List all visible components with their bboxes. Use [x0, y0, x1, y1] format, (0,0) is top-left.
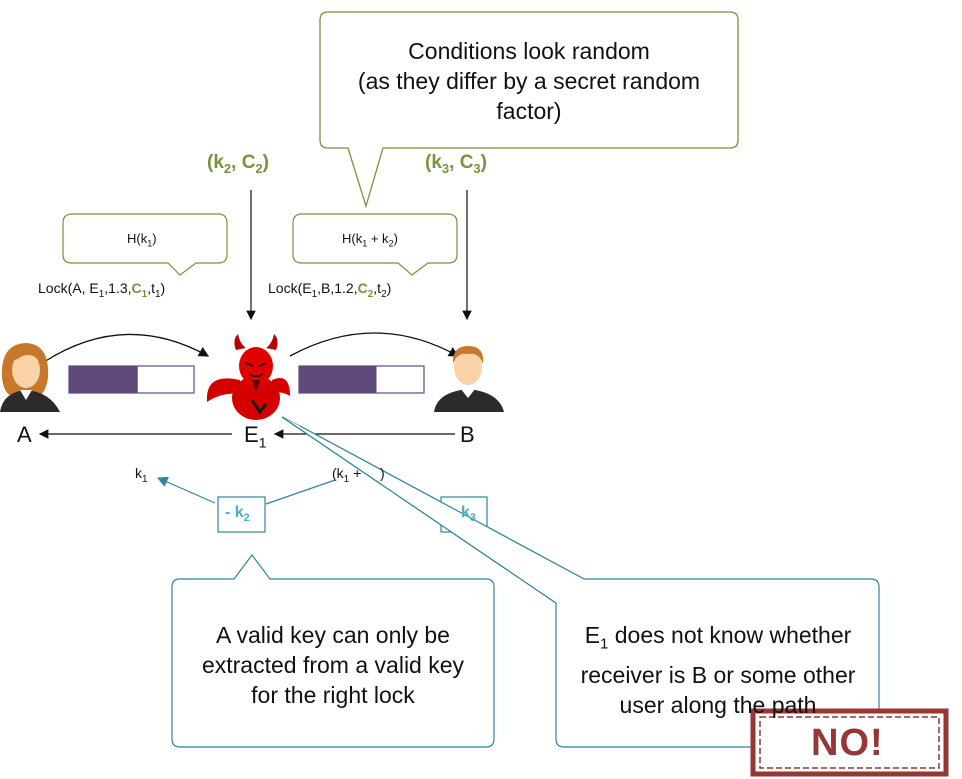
pair-k3-c3: (k3, C3) [425, 152, 487, 176]
k1k2-derivation-line [265, 479, 336, 505]
hash-k1-callout [62, 213, 228, 276]
devil-e1-icon [206, 334, 290, 420]
hash-k1k2-label: H(k1 + k2) [342, 231, 398, 249]
no-stamp-label: NO! [811, 722, 884, 764]
key-k1k2-label: (k1 + k2) [332, 465, 385, 485]
valid-key-callout [171, 554, 495, 748]
key-k1-label: k1 [135, 465, 148, 485]
payment-arrow-e1-b [289, 332, 460, 357]
hash-k1-label: H(k1) [127, 231, 157, 249]
node-b-label: B [460, 422, 475, 447]
minus-k2-box [217, 496, 266, 533]
conditions-callout [319, 11, 739, 209]
k3-label: k3 [461, 504, 477, 525]
payment-arrow-a-e1 [43, 333, 210, 363]
lock-e1-b-label: Lock(E1,B,1.2,C2,t2) [268, 280, 392, 300]
e1-unknown-callout-text: E1 does not know whether receiver is B o… [580, 622, 856, 718]
user-b-icon [434, 346, 504, 412]
channel-fill-e1-b [299, 366, 377, 393]
no-stamp [750, 708, 949, 777]
lock-a-e1-label: Lock(A, E1,1.3,C1,t1) [38, 280, 166, 300]
channel-fill-a-e1 [69, 366, 138, 393]
minus-k2-label: - k2 [225, 504, 250, 525]
user-a-icon [0, 343, 60, 412]
hash-k1k2-callout [292, 213, 458, 276]
node-e1-label: E1 [244, 422, 267, 451]
pair-k2-c2: (k2, C2) [207, 152, 269, 176]
k1-derivation-arrow [156, 476, 216, 504]
valid-key-callout-text: A valid key can only be extracted from a… [201, 622, 465, 708]
conditions-callout-text: Conditions look random (as they differ b… [357, 38, 701, 124]
node-a-label: A [17, 422, 32, 447]
